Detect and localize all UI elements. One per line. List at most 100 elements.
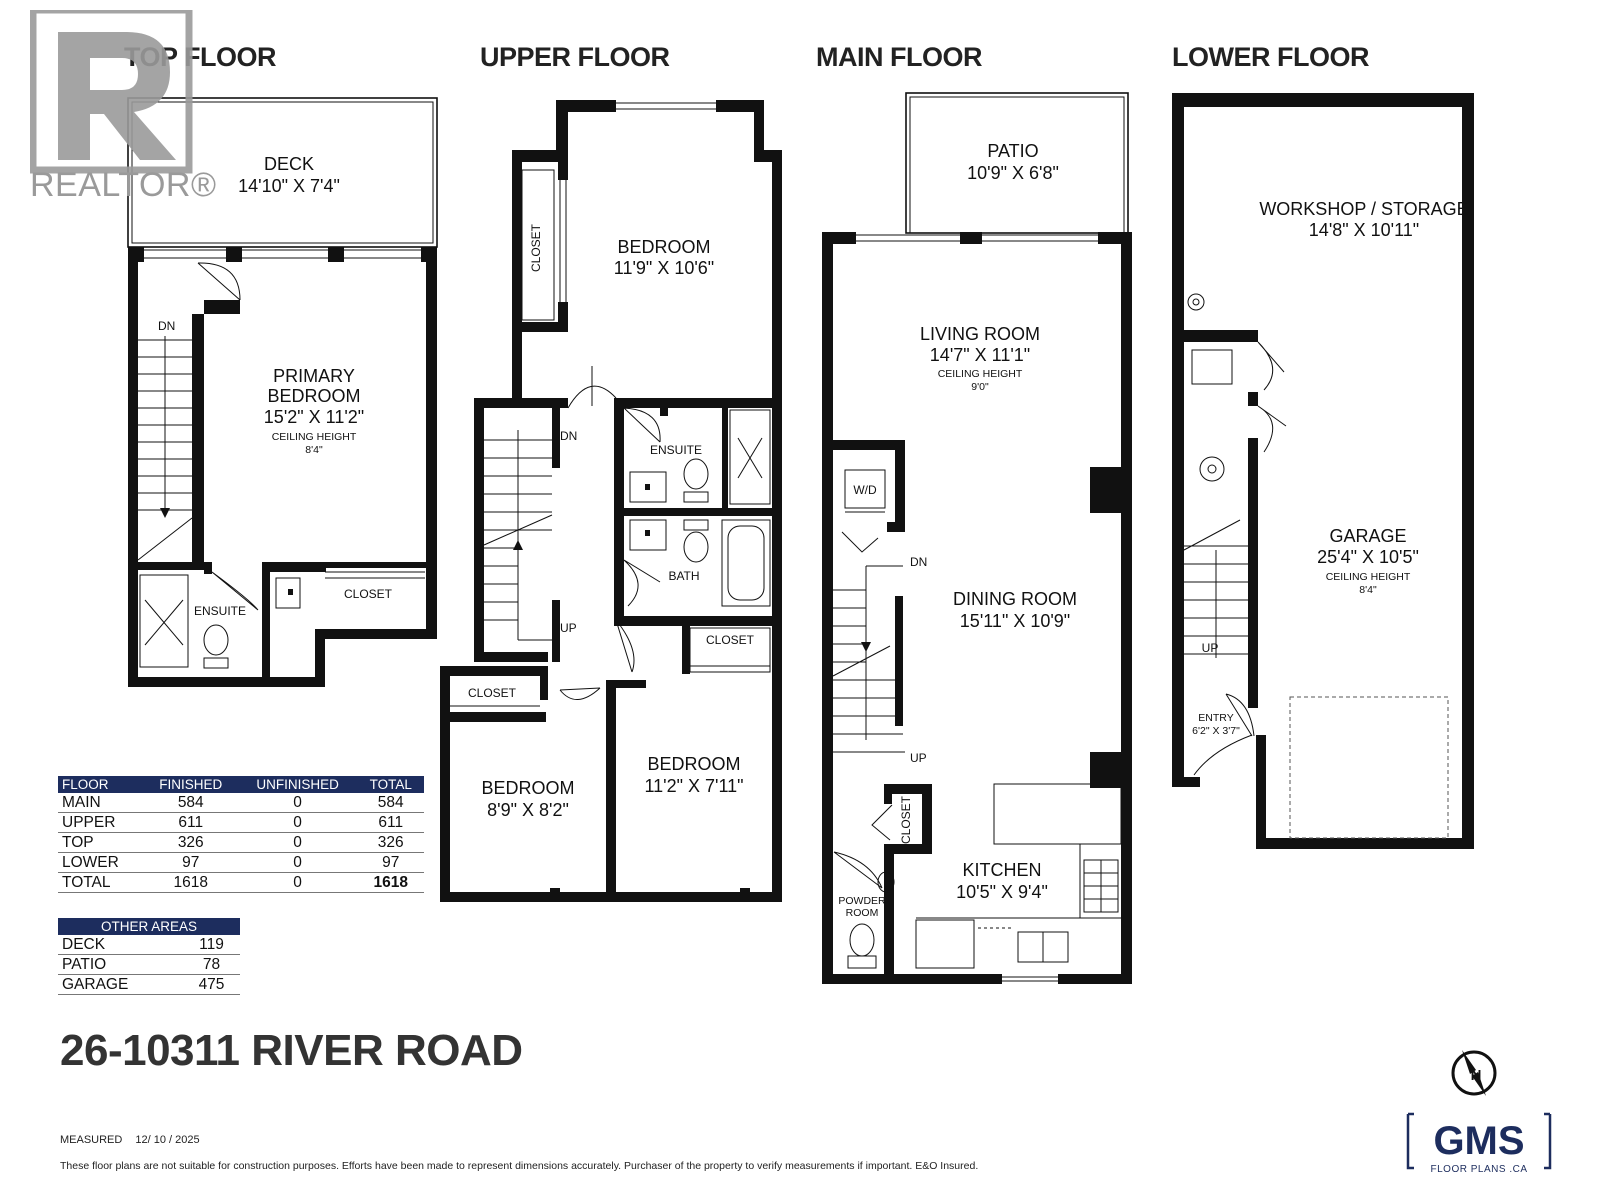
- lower-floor-plan: [1172, 93, 1474, 849]
- header-finished: FINISHED: [143, 776, 238, 793]
- gms-name: GMS: [1433, 1119, 1524, 1163]
- realtor-wordmark: REALTOR®: [30, 166, 217, 204]
- measured-date: 12/ 10 / 2025: [135, 1134, 200, 1146]
- table-cell: 97: [143, 852, 238, 873]
- kitchen-name: KITCHEN: [962, 860, 1041, 880]
- header-unfinished: UNFINISHED: [237, 776, 358, 793]
- other-areas-table: OTHER AREAS DECK 119 PATIO 78 GARAGE 475: [58, 918, 240, 995]
- table-cell: 326: [357, 832, 424, 853]
- upper-closet-1-label: CLOSET: [529, 223, 543, 272]
- lower-floor-title: LOWER FLOOR: [1172, 42, 1369, 72]
- top-stair-label: DN: [158, 319, 175, 333]
- table-cell: 78: [183, 954, 240, 975]
- table-cell: 1618: [357, 872, 424, 893]
- table-cell: 119: [183, 935, 240, 955]
- top-ensuite-label: ENSUITE: [194, 604, 246, 618]
- realtor-logo-icon: [30, 10, 193, 174]
- powder-room-name-1: POWDER: [838, 895, 886, 907]
- primary-bedroom-ceiling: 8'4": [305, 444, 323, 456]
- table-cell: 0: [237, 832, 358, 853]
- powder-room-name-2: ROOM: [846, 907, 879, 919]
- table-cell: UPPER: [58, 812, 144, 833]
- table-cell: LOWER: [58, 852, 144, 873]
- kitchen-dimensions: 10'5" X 9'4": [956, 882, 1048, 902]
- upper-bedroom-2-dimensions: 8'9" X 8'2": [487, 800, 569, 820]
- upper-closet-3-label: CLOSET: [706, 633, 755, 647]
- table-cell: TOTAL: [58, 872, 144, 893]
- upper-floor-plan: [440, 100, 782, 902]
- header-total: TOTAL: [357, 776, 424, 793]
- table-cell: TOP: [58, 832, 144, 853]
- entry-name: ENTRY: [1198, 712, 1233, 724]
- gms-logo-icon: GMS FLOOR PLANS .CA: [1406, 1112, 1552, 1174]
- other-areas-header: OTHER AREAS: [58, 918, 240, 935]
- workshop-name: WORKSHOP / STORAGE: [1259, 199, 1468, 219]
- property-address: 26-10311 RIVER ROAD: [60, 1026, 523, 1075]
- gms-sub: FLOOR PLANS .CA: [1431, 1164, 1528, 1174]
- workshop-dimensions: 14'8" X 10'11": [1309, 220, 1419, 240]
- washer-dryer-label: W/D: [853, 483, 877, 497]
- upper-bedroom-1-dimensions: 11'9" X 10'6": [614, 258, 714, 278]
- floor-area-table: FLOOR FINISHED UNFINISHED TOTAL MAIN 584…: [58, 776, 424, 893]
- main-closet-label: CLOSET: [899, 795, 913, 844]
- main-stair-up-label: UP: [910, 751, 927, 765]
- main-floor-plan: [822, 92, 1132, 984]
- upper-closet-2-label: CLOSET: [468, 686, 517, 700]
- table-cell: 584: [143, 793, 238, 813]
- upper-bedroom-2-name: BEDROOM: [481, 778, 574, 798]
- table-cell: 97: [357, 852, 424, 873]
- table-row: PATIO 78: [58, 954, 240, 975]
- table-cell: 0: [237, 812, 358, 833]
- primary-bedroom-name-1: PRIMARY: [273, 366, 355, 386]
- patio-name: PATIO: [987, 141, 1038, 161]
- table-cell: 326: [143, 832, 238, 853]
- floor-table-header: FLOOR FINISHED UNFINISHED TOTAL: [58, 776, 424, 793]
- deck-name: DECK: [264, 154, 314, 174]
- garage-ceiling: 8'4": [1359, 584, 1377, 596]
- dining-room-name: DINING ROOM: [953, 589, 1077, 609]
- table-row: TOP 326 0 326: [58, 832, 424, 853]
- living-room-ceiling: 9'0": [971, 381, 989, 393]
- table-row: LOWER 97 0 97: [58, 852, 424, 873]
- living-room-ceiling-label: CEILING HEIGHT: [938, 368, 1023, 380]
- table-cell: 611: [143, 812, 238, 833]
- upper-stair-dn-label: DN: [560, 429, 577, 443]
- top-floor-plan: DN: [127, 97, 438, 687]
- table-cell: GARAGE: [58, 974, 184, 995]
- table-cell: 0: [237, 793, 358, 813]
- table-row-total: TOTAL 1618 0 1618: [58, 872, 424, 893]
- table-row: UPPER 611 0 611: [58, 812, 424, 833]
- primary-bedroom-ceiling-label: CEILING HEIGHT: [272, 431, 357, 443]
- entry-dimensions: 6'2" X 3'7": [1192, 725, 1240, 737]
- patio-dimensions: 10'9" X 6'8": [967, 163, 1059, 183]
- header-floor: FLOOR: [58, 776, 144, 793]
- north-label: N: [1471, 1067, 1482, 1084]
- upper-ensuite-label: ENSUITE: [650, 443, 702, 457]
- table-cell: 0: [237, 872, 358, 893]
- upper-bedroom-3-name: BEDROOM: [647, 754, 740, 774]
- main-stair-dn-label: DN: [910, 555, 927, 569]
- living-room-name: LIVING ROOM: [920, 324, 1040, 344]
- disclaimer-text: These floor plans are not suitable for c…: [60, 1160, 979, 1172]
- upper-bedroom-3-dimensions: 11'2" X 7'11": [644, 776, 743, 796]
- upper-bath-label: BATH: [668, 569, 699, 583]
- table-row: GARAGE 475: [58, 974, 240, 995]
- upper-stair-up-label: UP: [560, 621, 577, 635]
- table-cell: 584: [357, 793, 424, 813]
- table-cell: MAIN: [58, 793, 144, 813]
- garage-name: GARAGE: [1329, 526, 1406, 546]
- primary-bedroom-dimensions: 15'2" X 11'2": [264, 407, 364, 427]
- table-cell: 475: [183, 974, 240, 995]
- living-room-dimensions: 14'7" X 11'1": [930, 345, 1030, 365]
- primary-bedroom-name-2: BEDROOM: [267, 386, 360, 406]
- table-cell: PATIO: [58, 954, 184, 975]
- table-cell: 0: [237, 852, 358, 873]
- upper-bedroom-1-name: BEDROOM: [617, 237, 710, 257]
- measured-line: MEASURED 12/ 10 / 2025: [60, 1134, 200, 1146]
- upper-floor-title: UPPER FLOOR: [480, 42, 670, 72]
- north-arrow-icon: N: [1451, 1050, 1497, 1096]
- table-cell: DECK: [58, 935, 184, 955]
- table-cell: 611: [357, 812, 424, 833]
- top-closet-label: CLOSET: [344, 587, 393, 601]
